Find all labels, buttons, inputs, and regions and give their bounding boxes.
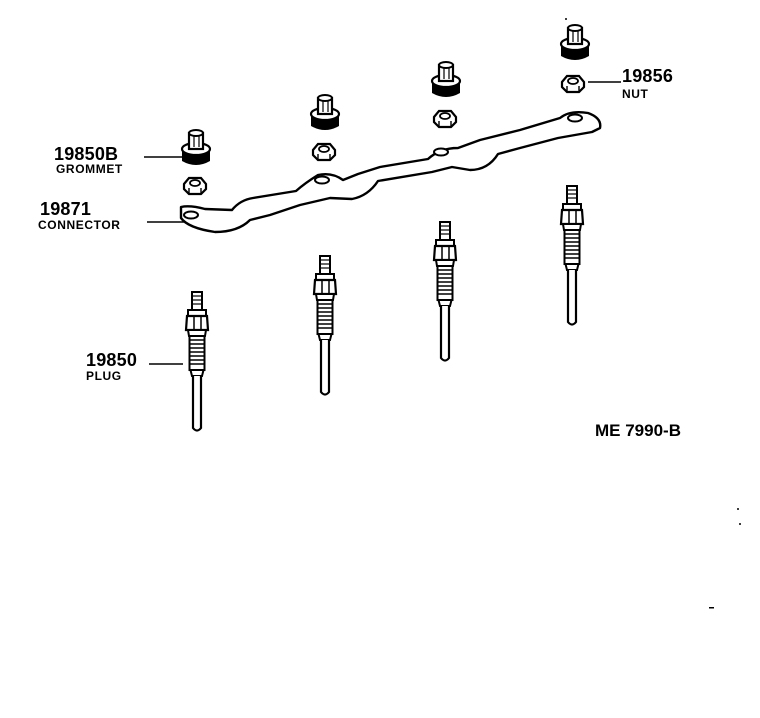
grommet-part-number: 19850B bbox=[54, 144, 119, 164]
nut-1 bbox=[182, 176, 208, 196]
glow-plug-3 bbox=[432, 220, 458, 362]
grommet-part-name: GROMMET bbox=[56, 162, 123, 176]
connector-part-name: CONNECTOR bbox=[38, 218, 121, 232]
grommet-1 bbox=[180, 128, 212, 167]
plug-part-name: PLUG bbox=[86, 369, 122, 383]
scan-speck bbox=[565, 18, 567, 20]
nut-2 bbox=[311, 142, 337, 162]
glow-plug-4 bbox=[559, 184, 585, 326]
scan-speck bbox=[737, 508, 739, 510]
grommet-3 bbox=[430, 60, 462, 99]
nut-4 bbox=[560, 74, 586, 94]
grommet-2 bbox=[309, 93, 341, 132]
connector-bar bbox=[179, 110, 602, 234]
connector-part-number: 19871 bbox=[40, 199, 92, 219]
glow-plug-2 bbox=[312, 254, 338, 396]
nut-part-number: 19856 bbox=[622, 66, 674, 86]
nut-3 bbox=[432, 109, 458, 129]
diagram-code: ME 7990-B bbox=[595, 421, 681, 440]
glow-plug-1 bbox=[184, 290, 210, 432]
grommet-4 bbox=[559, 23, 591, 62]
nut-part-name: NUT bbox=[622, 87, 649, 101]
plug-part-number: 19850 bbox=[86, 350, 138, 370]
scan-speck bbox=[739, 523, 741, 525]
scan-speck bbox=[709, 607, 714, 609]
